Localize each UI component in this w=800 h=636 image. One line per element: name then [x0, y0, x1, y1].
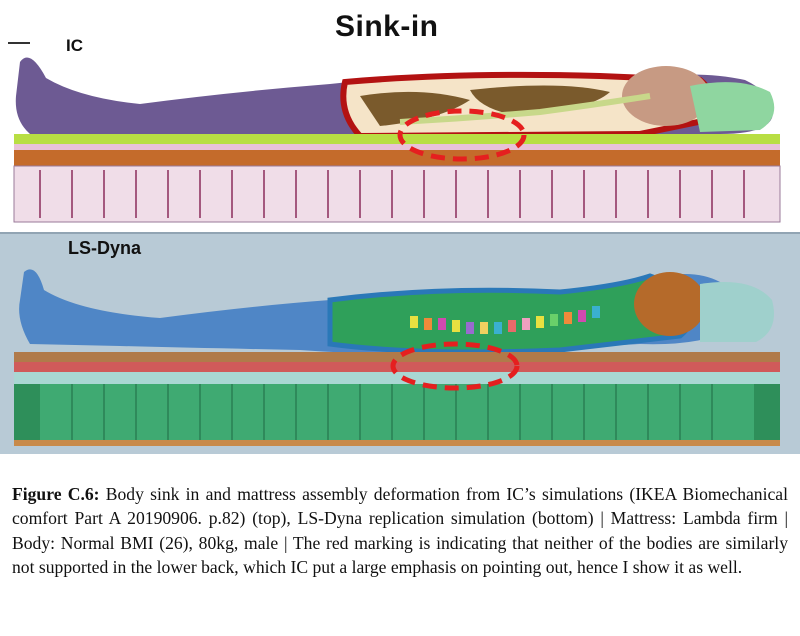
simulation-illustration — [0, 42, 800, 454]
caption-text: Body sink in and mattress assembly defor… — [12, 484, 788, 578]
bottom-panel-label: LS-Dyna — [68, 238, 142, 258]
bottom-springs — [71, 384, 713, 440]
bottom-mattress-foam — [14, 372, 780, 384]
figure-image: Sink-in IC LS-Dyna — [0, 10, 800, 454]
top-panel-label: IC — [66, 36, 83, 55]
bottom-mattress-red — [14, 362, 780, 372]
top-head — [622, 66, 710, 126]
bottom-spine — [410, 306, 600, 334]
top-mattress-foam — [14, 134, 780, 144]
top-mattress-brown — [14, 150, 780, 166]
top-spring-box — [13, 165, 781, 223]
bottom-head — [634, 272, 706, 336]
bottom-mattress-base — [14, 440, 780, 446]
bottom-pillow — [700, 282, 774, 342]
top-mattress-pink — [14, 144, 780, 150]
figure-title: Sink-in — [335, 10, 439, 43]
bottom-mattress-top — [14, 352, 780, 362]
bottom-red-marking — [390, 341, 520, 391]
top-pelvis — [360, 91, 470, 126]
caption-label: Figure C.6: — [12, 484, 100, 504]
top-pillow — [690, 82, 775, 132]
figure-caption: Figure C.6: Body sink in and mattress as… — [12, 482, 788, 580]
top-ribcage — [470, 85, 610, 116]
top-springs — [39, 170, 745, 218]
top-spine — [399, 93, 651, 125]
top-red-marking — [397, 108, 527, 162]
